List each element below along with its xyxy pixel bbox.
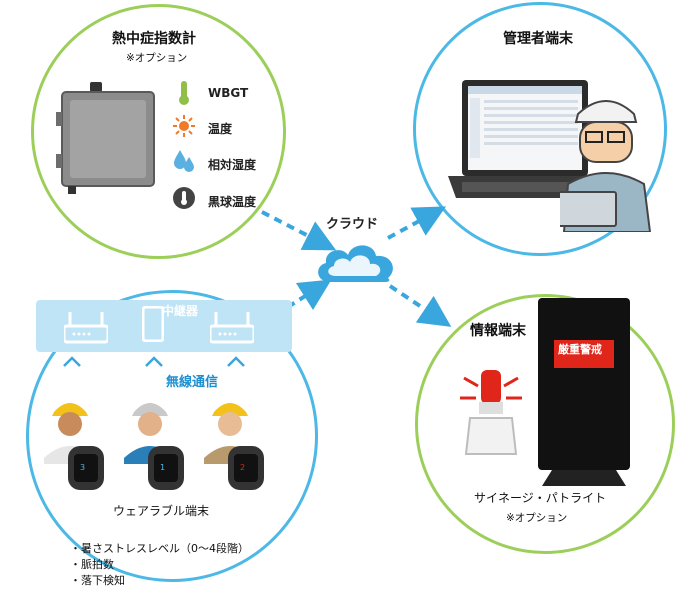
globe-thermometer-icon [172, 186, 196, 210]
info-title: 情報端末 [470, 323, 526, 339]
svg-text:1: 1 [160, 463, 165, 472]
worker-with-watch: 3 [40, 394, 120, 496]
feature-item: ・暑さストレスレベル（0～4段階） [70, 542, 249, 555]
relay-label: 中継器 [162, 304, 199, 318]
smartphone-icon [142, 306, 164, 342]
sensor-title: 熱中症指数計 [112, 31, 196, 47]
water-drops-icon [174, 148, 196, 174]
metric-globe-temp-label: 黒球温度 [208, 195, 257, 209]
feature-item: ・落下検知 [70, 574, 125, 587]
chevron-up-icon [145, 356, 163, 367]
arrow-sensor-to-cloud [261, 210, 337, 251]
patlite-icon [456, 364, 526, 458]
wearable-title: ウェアラブル端末 [113, 504, 210, 518]
cloud-icon [312, 238, 400, 286]
thermometer-icon [176, 80, 192, 106]
signage-display [532, 296, 636, 488]
svg-text:2: 2 [240, 463, 245, 472]
router-icon [210, 310, 254, 346]
svg-text:3: 3 [80, 463, 85, 472]
sensor-device [56, 80, 160, 198]
router-icon [64, 310, 108, 346]
admin-title: 管理者端末 [503, 31, 573, 47]
feature-item: ・脈拍数 [70, 558, 114, 571]
sun-icon [172, 114, 196, 138]
metric-humidity-label: 相対湿度 [208, 158, 257, 172]
worker-with-watch: 2 [200, 394, 280, 496]
arrow-cloud-to-info [388, 284, 452, 327]
sensor-option-note: ※オプション [126, 52, 188, 64]
worker-with-watch: 1 [120, 394, 200, 496]
info-caption: サイネージ・パトライト [474, 491, 607, 505]
chevron-up-icon [227, 356, 245, 367]
laptop-icon [444, 74, 600, 204]
wireless-label: 無線通信 [166, 375, 219, 390]
chevron-up-icon [63, 356, 81, 367]
cloud-label: クラウド [326, 217, 379, 232]
info-option-note: ※オプション [506, 512, 568, 524]
signage-alert-text: 厳重警戒 [558, 343, 602, 356]
metric-wbgt-label: WBGT [208, 86, 249, 100]
administrator-figure [560, 92, 652, 232]
metric-temperature-label: 温度 [208, 122, 233, 136]
